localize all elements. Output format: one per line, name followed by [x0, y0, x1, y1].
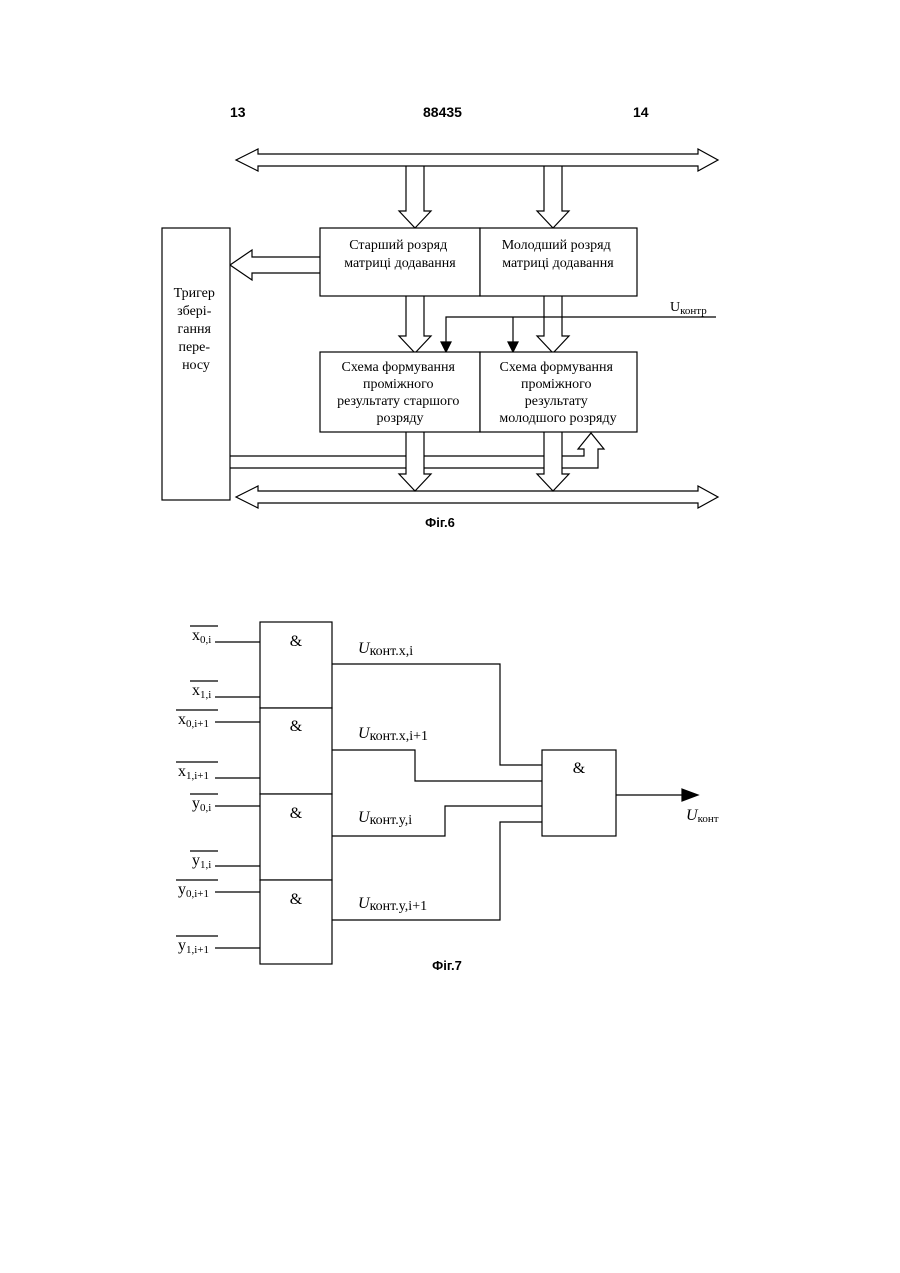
trigger-label-line-3: гання: [178, 322, 212, 337]
high-adder-to-former-arrow: [399, 296, 431, 353]
input-x1i1-label: x1,i+1: [178, 763, 209, 782]
input-x0i1-label: x0,i+1: [178, 711, 209, 730]
signal-x-i1-label: Uконт.x,i+1: [358, 725, 428, 744]
output-signal-label: Uконт: [686, 807, 719, 825]
high-former-label-2: проміжного: [363, 377, 434, 392]
fig7-texts: & & & & & x0,i x1,i x0,i+1 x1,i+1 y0,i y…: [178, 627, 719, 973]
trigger-label-line-2: зберi-: [177, 304, 212, 319]
signal-y-i-label: Uконт.y,i: [358, 809, 412, 828]
bus-to-low-adder-arrow: [537, 166, 569, 228]
input-x0i-label: x0,i: [192, 627, 211, 646]
signal-x-i-label: Uконт.x,i: [358, 640, 413, 659]
low-former-to-bus-arrow: [537, 432, 569, 491]
bus-to-high-adder-arrow: [399, 166, 431, 228]
low-adder-label-2: матриці додавання: [502, 256, 614, 271]
trigger-label-line-5: носу: [182, 358, 210, 373]
low-former-label-3: результату: [525, 394, 588, 409]
carry-to-trigger-arrow: [230, 250, 320, 280]
carry-feedback-path: [230, 433, 604, 468]
and-gate-2-symbol: &: [290, 718, 303, 735]
output-gate-symbol: &: [573, 760, 586, 777]
input-y0i1-label: y0,i+1: [178, 881, 209, 900]
input-y0i-label: y0,i: [192, 795, 211, 814]
high-former-label-4: розряду: [376, 411, 423, 426]
signal-y-i1-label: Uконт.y,i+1: [358, 895, 427, 914]
control-signal-label: Uконтр: [670, 300, 707, 317]
low-former-label-2: проміжного: [521, 377, 592, 392]
high-adder-label-1: Старший розряд: [349, 238, 447, 253]
high-adder-label-2: матриці додавання: [344, 256, 456, 271]
trigger-label-line-1: Тригер: [174, 286, 215, 301]
low-adder-to-former-arrow: [537, 296, 569, 353]
low-former-label-4: молодшого розряду: [499, 411, 616, 426]
bottom-data-bus: [236, 486, 718, 508]
fig7-caption: Фіг.7: [432, 958, 462, 973]
low-former-label-1: Схема формування: [500, 360, 614, 375]
and-gate-1-symbol: &: [290, 633, 303, 650]
control-line: [446, 317, 716, 344]
low-adder-label-1: Молодший розряд: [502, 238, 611, 253]
and-gate-4-symbol: &: [290, 891, 303, 908]
input-y1i-label: y1,i: [192, 852, 211, 871]
top-data-bus: [236, 149, 718, 171]
input-lines: [215, 642, 260, 948]
high-former-to-bus-arrow: [399, 432, 431, 491]
trigger-label-line-4: пере-: [178, 340, 210, 355]
fig6-diagram: [162, 149, 718, 508]
and-gate-3-symbol: &: [290, 805, 303, 822]
fig6-caption: Фіг.6: [425, 515, 455, 530]
fig7-diagram: [176, 622, 698, 964]
input-y1i1-label: y1,i+1: [178, 937, 209, 956]
input-x1i-label: x1,i: [192, 682, 211, 701]
high-former-label-1: Схема формування: [342, 360, 456, 375]
high-former-label-3: результату старшого: [337, 394, 459, 409]
